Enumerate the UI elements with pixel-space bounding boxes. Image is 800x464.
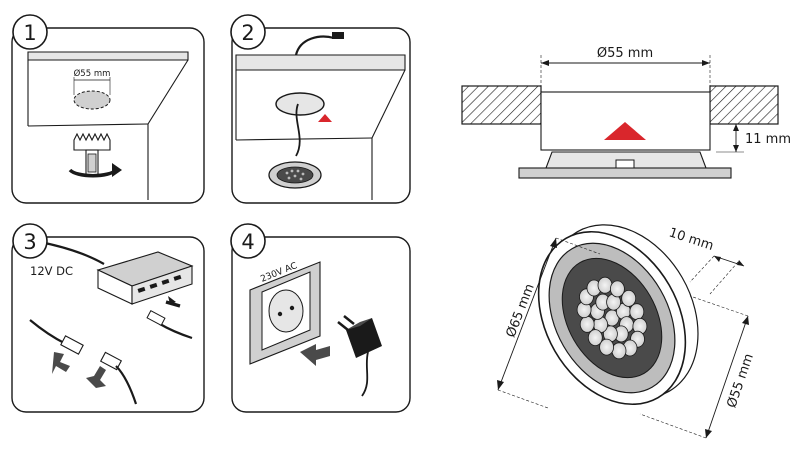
outer-diameter-label: Ø65 mm [504,282,538,340]
led-lens [629,303,645,321]
hole-saw-icon [73,132,111,151]
step-4-panel: 230V AC 4 [230,223,411,413]
led-lens [611,342,627,360]
led-lens [579,315,595,333]
perspective-diagram: Ø65 mm Ø55 mm 10 mm [497,224,757,439]
cross-section-orientation-marker [604,122,646,140]
panel-section-right [709,85,779,125]
led-lens [599,338,614,356]
step-4-number: 4 [241,230,254,254]
inner-diameter-label: Ø55 mm [724,352,756,410]
led-array [576,276,648,360]
step-1-number: 1 [23,21,36,45]
step-1-panel: Ø55 mm 1 [11,14,205,204]
step-2-panel: 2 [230,14,411,204]
step-3-number: 3 [23,230,36,254]
thickness-label: 10 mm [667,225,715,253]
plug-in-arrow-icon [300,344,330,366]
push-arrow-icon [52,352,70,374]
step-3-voltage-label: 12V DC [30,264,73,278]
cut-hole [275,92,325,116]
led-lens [610,280,625,298]
cable-top [294,35,335,56]
orientation-marker-icon [318,114,332,122]
panel-section-left [461,85,542,125]
step-3-panel: 12V DC 3 [11,223,205,413]
power-adapter-icon [346,318,382,358]
step-2-number: 2 [241,21,254,45]
cross-section-depth-label: 11 mm [745,132,791,147]
plug-icon [60,335,84,355]
step-4-badge [230,223,266,259]
led-lens [587,329,603,347]
connector-icon [332,32,344,39]
step-3-badge [12,223,48,259]
cross-section-diagram: Ø55 mm 11 mm [461,46,791,179]
step-1-diameter-label: Ø55 mm [74,68,111,79]
cross-section-diameter-label: Ø55 mm [597,46,653,61]
led-lens [597,276,613,294]
step-1-badge [12,14,48,50]
step-2-badge [230,14,266,50]
led-lens [621,289,637,307]
